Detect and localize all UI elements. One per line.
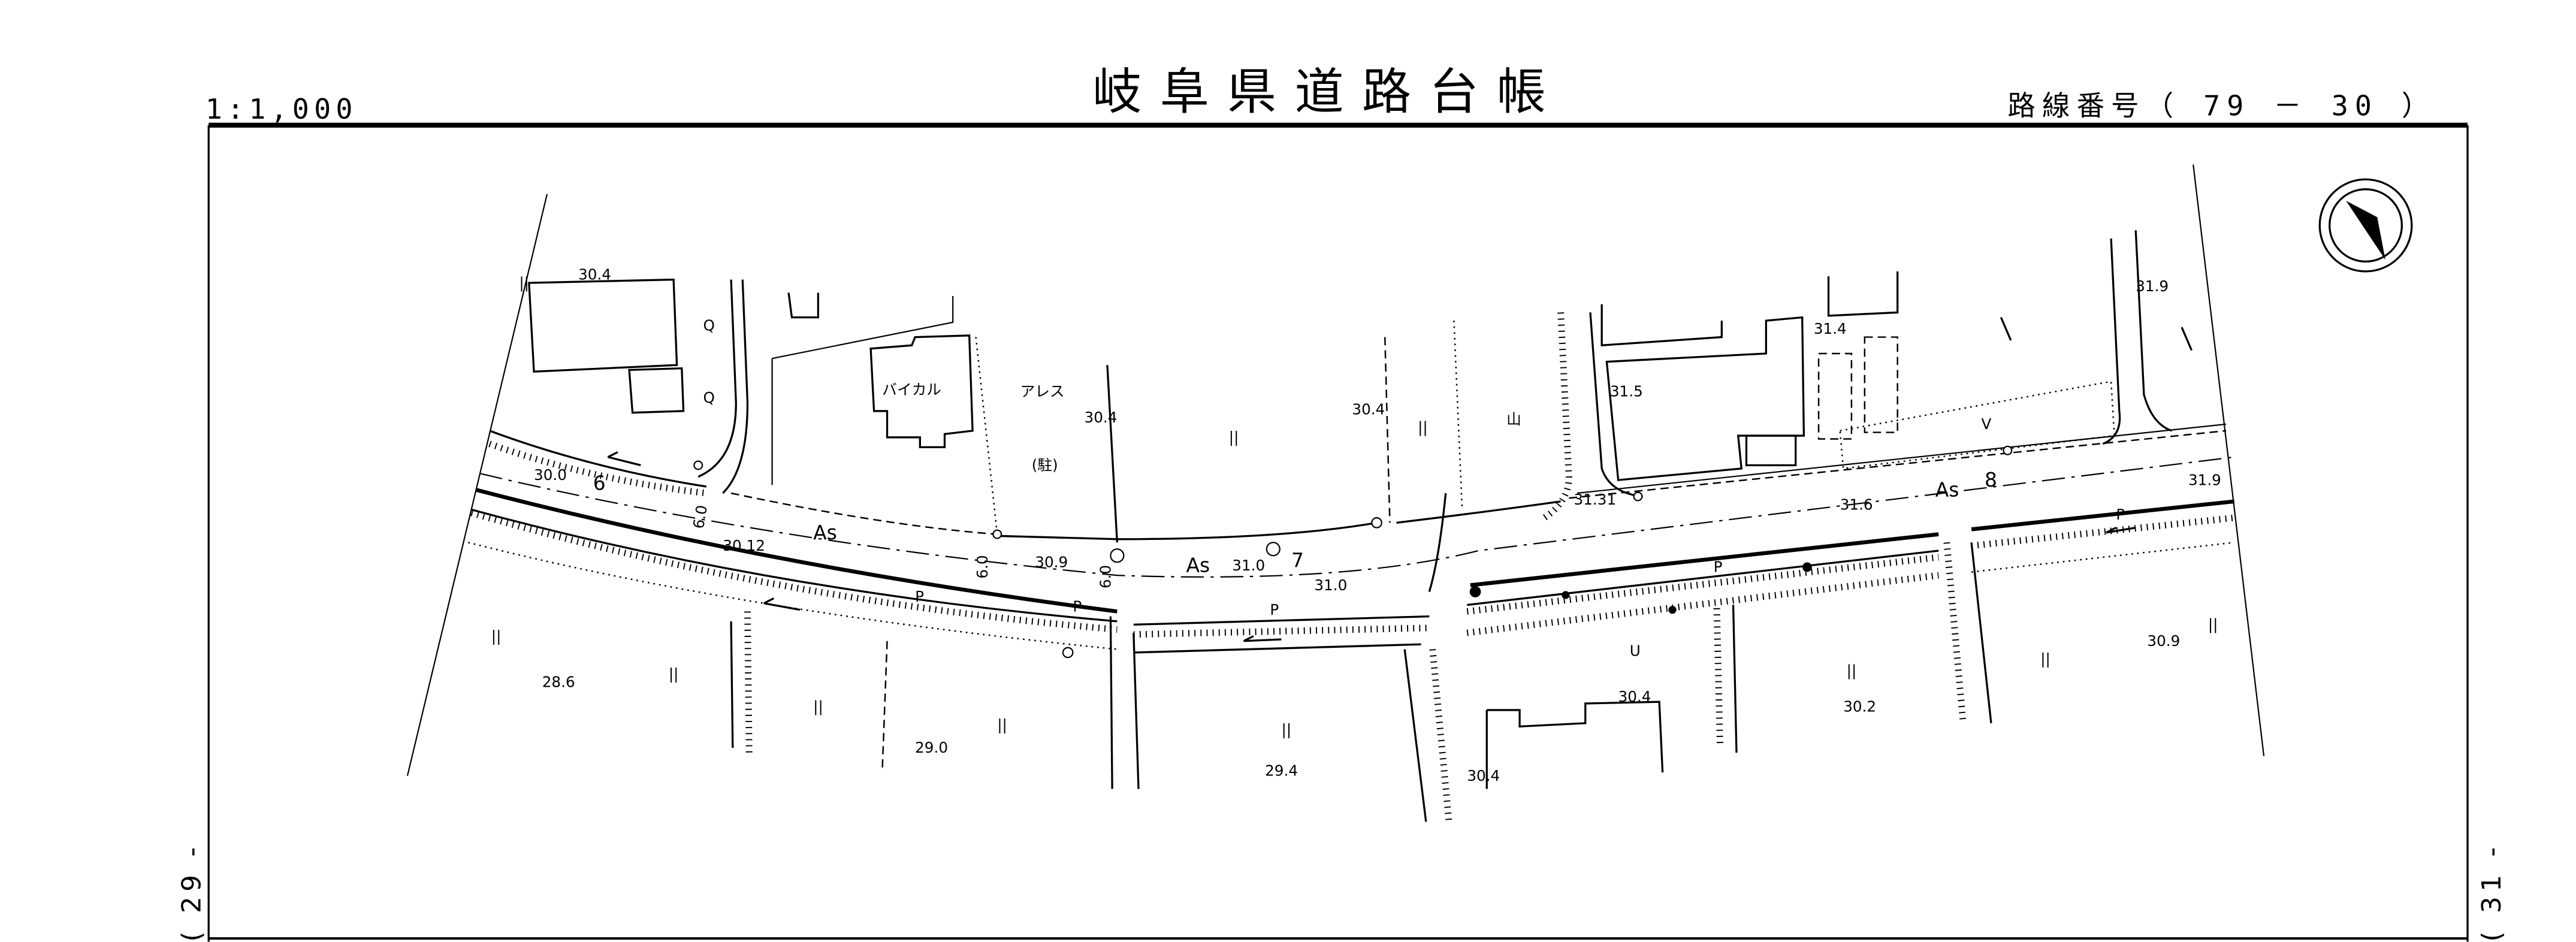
direction-arrows <box>607 317 2193 642</box>
utility-poles <box>693 445 2013 659</box>
elevation: 31.0 <box>1232 557 1265 574</box>
elevation: 30.4 <box>578 266 611 283</box>
elevation: 31.0 <box>1314 576 1347 594</box>
elevation: 29.0 <box>915 739 948 756</box>
map-frame <box>207 122 2469 942</box>
land-use-mark: || <box>1282 721 1292 738</box>
land-use-mark: || <box>491 627 502 645</box>
side-roads <box>697 230 2173 822</box>
land-use-mark: || <box>669 665 679 683</box>
north-arrow-icon <box>2318 178 2413 273</box>
elevation: 30.9 <box>1035 553 1068 570</box>
parking-mark: P <box>2116 506 2125 523</box>
parking-mark: P <box>1270 601 1279 618</box>
elevation: 30.9 <box>2147 632 2180 650</box>
place-name: アレス <box>1020 382 1065 400</box>
place-name: (駐) <box>1032 457 1058 474</box>
buildings <box>528 271 2115 789</box>
land-use-mark: U <box>1630 642 1641 659</box>
elevation: 31.5 <box>1610 382 1643 400</box>
width-label: 6.0 <box>1097 565 1114 588</box>
land-use-mark: V <box>1982 415 1992 433</box>
elevation: 30.2 <box>1843 698 1876 715</box>
land-use-mark: || <box>519 274 529 291</box>
elevation: 31.9 <box>2136 277 2169 295</box>
width-label: 6.0 <box>690 504 711 530</box>
main-road <box>468 423 2235 654</box>
elevation: 30.4 <box>1618 688 1651 705</box>
elevation: 31.6 <box>1840 496 1873 513</box>
land-use-mark: Q <box>703 389 714 406</box>
land-use-mark: || <box>2208 616 2218 633</box>
land-use-mark: || <box>1418 419 1428 436</box>
land-use-mark: Q <box>703 317 714 334</box>
width-label: 6.0 <box>974 555 991 578</box>
left-adjacent-sheet: ( 29 - <box>176 843 207 942</box>
survey-boundaries <box>406 164 2265 776</box>
station-number: 8 <box>1985 468 1997 491</box>
elevation: 29.4 <box>1265 762 1298 780</box>
elevation: 30.4 <box>1085 409 1118 426</box>
pavement-label: As <box>813 521 837 544</box>
station-number: 7 <box>1291 548 1304 572</box>
pavement-label: As <box>1935 478 1959 501</box>
elevation: 30.12 <box>723 537 765 554</box>
pavement-label: As <box>1186 554 1210 577</box>
elevation: 28.6 <box>542 674 575 691</box>
land-use-mark: || <box>2040 650 2050 668</box>
land-use-mark: || <box>1229 428 1239 446</box>
station-number: 6 <box>593 472 606 495</box>
place-name: バイカル <box>882 381 941 398</box>
elevation: 31.9 <box>2188 471 2221 488</box>
scale-label: 1:1,000 <box>206 93 358 125</box>
right-adjacent-sheet: ( 31 - <box>2477 843 2507 942</box>
parking-mark: P <box>1714 558 1723 576</box>
parking-mark: P <box>915 588 924 605</box>
elevation: 30.0 <box>534 466 567 484</box>
elevation: 31.4 <box>1814 320 1847 337</box>
parking-mark: P <box>1073 597 1082 615</box>
map-labels: 30.4 30.0 6 30.12 As バイカル アレス (駐) 30.4 3… <box>491 266 2221 784</box>
land-use-mark: || <box>813 698 823 715</box>
land-use-mark: || <box>1847 662 1857 679</box>
elevation: 30.4 <box>1352 400 1385 418</box>
elevation: 30.4 <box>1467 767 1500 784</box>
land-use-mark: 山 <box>1506 410 1521 428</box>
land-use-mark: || <box>997 716 1007 733</box>
route-number: 路線番号（ 79 － 30 ） <box>2007 89 2436 122</box>
sheet-title: 岐阜県道路台帳 <box>1092 64 1564 120</box>
elevation: 31.31 <box>1574 491 1617 508</box>
